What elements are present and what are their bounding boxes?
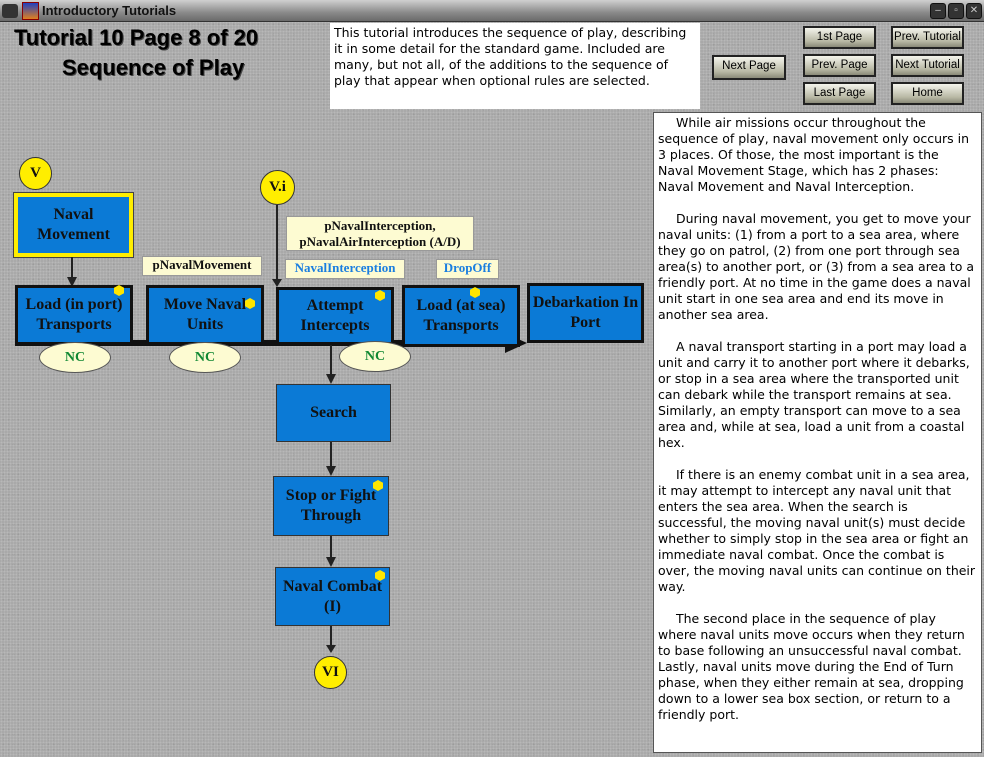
arrow-down-icon: [67, 277, 77, 287]
optional-rule-icon: [245, 298, 255, 309]
title-bar: Introductory Tutorials – ▫ ✕: [0, 0, 984, 22]
arrow-down-icon: [272, 279, 282, 287]
step-stop-or-fight: Stop or Fight Through: [273, 476, 389, 536]
nc-badge: NC: [169, 342, 241, 373]
step-debarkation: Debarkation In Port: [527, 283, 644, 343]
dropoff-link[interactable]: DropOff: [436, 259, 499, 279]
optional-rule-icon: [373, 480, 383, 491]
optional-rule-icon: [114, 285, 124, 296]
next-tutorial-button[interactable]: Next Tutorial: [891, 54, 964, 77]
arrow-down-icon: [326, 466, 336, 476]
label-line: pNavalAirInterception (A/D): [299, 234, 461, 249]
paragraph: During naval movement, you get to move y…: [658, 211, 975, 322]
paragraph: While air missions occur throughout the …: [658, 115, 970, 194]
connector-line: [330, 442, 332, 467]
arrow-down-icon: [326, 374, 336, 384]
naval-interception-link[interactable]: NavalInterception: [285, 259, 405, 279]
connector-line: [330, 345, 332, 375]
prev-page-button[interactable]: Prev. Page: [803, 54, 876, 77]
connector-line: [330, 536, 332, 558]
step-load-at-sea: Load (at sea) Transports: [402, 285, 520, 347]
last-page-button[interactable]: Last Page: [803, 82, 876, 105]
naval-movement-prompt-label: pNavalMovement: [142, 256, 262, 276]
step-load-in-port: Load (in port) Transports: [15, 285, 133, 345]
paragraph: If there is an enemy combat unit in a se…: [658, 467, 976, 594]
connector-line: [330, 626, 332, 646]
phase-v-marker: V: [19, 157, 52, 190]
prev-tutorial-button[interactable]: Prev. Tutorial: [891, 26, 964, 49]
explanation-panel[interactable]: While air missions occur throughout the …: [653, 112, 982, 753]
phase-vi-end-marker: VI: [314, 656, 347, 689]
step-move-naval-units: Move Naval Units: [146, 285, 264, 345]
arrow-down-icon: [326, 557, 336, 567]
paragraph: A naval transport starting in a port may…: [658, 339, 970, 450]
tutorial-description: This tutorial introduces the sequence of…: [330, 23, 700, 109]
connector-line: [276, 205, 278, 281]
label-line: pNavalInterception,: [324, 218, 436, 233]
close-icon[interactable]: ✕: [966, 3, 982, 19]
step-naval-combat: Naval Combat (I): [275, 567, 390, 626]
minimize-icon[interactable]: –: [930, 3, 946, 19]
first-page-button[interactable]: 1st Page: [803, 26, 876, 49]
page-title: Tutorial 10 Page 8 of 20: [14, 25, 259, 50]
optional-rule-icon: [375, 290, 385, 301]
nc-badge: NC: [39, 342, 111, 373]
arrow-down-icon: [326, 645, 336, 653]
step-attempt-intercepts: Attempt Intercepts: [276, 287, 394, 345]
optional-rule-icon: [375, 570, 385, 581]
home-button[interactable]: Home: [891, 82, 964, 105]
window-title: Introductory Tutorials: [42, 3, 177, 18]
page-subtitle: Sequence of Play: [62, 55, 245, 80]
app-icon: [22, 2, 39, 20]
nc-badge: NC: [339, 341, 411, 372]
maximize-icon[interactable]: ▫: [948, 3, 964, 19]
interception-prompt-label: pNavalInterception, pNavalAirInterceptio…: [286, 216, 474, 251]
next-page-button[interactable]: Next Page: [712, 55, 786, 80]
phase-vi-marker: V.i: [260, 170, 295, 205]
connector-line: [71, 257, 73, 279]
naval-movement-box: Naval Movement: [13, 192, 134, 258]
optional-rule-icon: [470, 287, 480, 298]
system-menu-button[interactable]: [2, 4, 18, 18]
paragraph: The second place in the sequence of play…: [658, 611, 965, 722]
step-search: Search: [276, 384, 391, 442]
